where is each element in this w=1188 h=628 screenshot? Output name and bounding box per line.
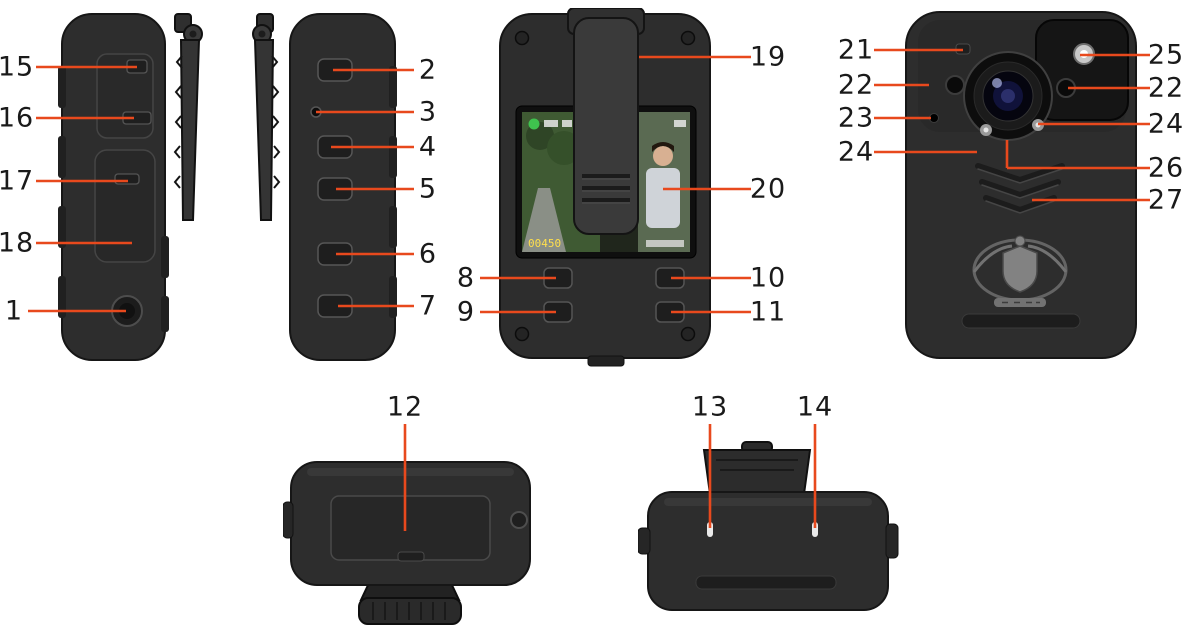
callout-19: 19 — [749, 41, 787, 73]
side-bump-left — [638, 527, 651, 555]
port-slot — [122, 111, 152, 125]
side-screw — [510, 511, 528, 529]
rear-button-left-top — [543, 267, 573, 289]
view-rear: 00450 — [499, 8, 711, 367]
side-bump-left — [283, 501, 294, 539]
police-emblem — [972, 235, 1068, 307]
camera-lens — [963, 51, 1053, 141]
callout-21: 21 — [837, 34, 875, 66]
bottom-tab — [587, 355, 625, 367]
clip-screw-hole — [310, 106, 322, 118]
view-front — [905, 11, 1137, 359]
callout-3: 3 — [418, 96, 438, 128]
callout-25: 25 — [1147, 39, 1185, 71]
belt-clip — [567, 8, 645, 235]
device-body — [647, 491, 889, 611]
rec-indicator-dot — [528, 118, 540, 130]
button-4 — [317, 242, 353, 266]
button-5 — [317, 294, 353, 318]
callout-12: 12 — [386, 391, 424, 423]
callout-22-left: 22 — [837, 69, 875, 101]
chevron-grooves — [975, 163, 1065, 214]
callout-7: 7 — [418, 290, 438, 322]
mic-hole — [929, 113, 939, 123]
callout-18: 18 — [0, 227, 35, 259]
lanyard-hole-left — [707, 522, 713, 537]
side-ribs — [58, 66, 169, 332]
view-top — [283, 461, 531, 625]
callout-10: 10 — [749, 262, 787, 294]
callout-13: 13 — [691, 391, 729, 423]
view-left-side — [58, 13, 203, 361]
clip-plate — [702, 449, 812, 495]
callout-27: 27 — [1147, 184, 1185, 216]
panel-latch-tab — [397, 551, 425, 562]
ir-led-right — [1056, 78, 1076, 98]
view-right-side — [252, 13, 397, 361]
view-bottom — [638, 441, 899, 611]
cover-latch — [114, 173, 140, 185]
bottom-slot — [961, 313, 1081, 329]
ir-led-left — [945, 75, 965, 95]
button-2 — [317, 135, 353, 159]
edge-highlight — [307, 468, 514, 476]
side-bump-right — [885, 523, 899, 559]
callout-16: 16 — [0, 102, 35, 134]
belt-clip-profile — [252, 13, 281, 221]
bottom-slot — [695, 575, 837, 590]
callout-11: 11 — [749, 296, 787, 328]
callout-17: 17 — [0, 165, 35, 197]
white-led-right — [1032, 119, 1044, 131]
callout-23: 23 — [837, 102, 875, 134]
callout-9: 9 — [456, 296, 476, 328]
edge-highlight — [664, 498, 872, 506]
callout-26: 26 — [1147, 152, 1185, 184]
callout-6: 6 — [418, 238, 438, 270]
rear-button-right-top — [655, 267, 685, 289]
rear-button-left-bottom — [543, 301, 573, 323]
callout-4: 4 — [418, 131, 438, 163]
button-top — [317, 58, 353, 82]
callout-22-right: 22 — [1147, 72, 1185, 104]
light-sensor — [1073, 43, 1095, 65]
callout-20: 20 — [749, 173, 787, 205]
corner-screws — [514, 30, 696, 342]
callout-24-right: 24 — [1147, 108, 1185, 140]
lower-cover — [94, 149, 156, 263]
battery-door-panel — [330, 495, 491, 561]
side-button-center — [119, 303, 135, 319]
callout-14: 14 — [796, 391, 834, 423]
callout-24-left: 24 — [837, 136, 875, 168]
white-led-left — [980, 124, 992, 136]
screen-counter: 00450 — [528, 237, 561, 250]
callout-1: 1 — [4, 295, 24, 327]
callout-15: 15 — [0, 51, 35, 83]
lanyard-hole-right — [812, 522, 818, 537]
rear-button-right-bottom — [655, 301, 685, 323]
belt-clip-profile — [173, 13, 203, 221]
door-latch — [126, 59, 148, 74]
mount-serrations — [372, 602, 446, 620]
button-3 — [317, 177, 353, 201]
callout-2: 2 — [418, 54, 438, 86]
callout-5: 5 — [418, 173, 438, 205]
callout-8: 8 — [456, 262, 476, 294]
mic-notch — [955, 43, 971, 55]
clip-plate-grooves — [716, 459, 798, 471]
